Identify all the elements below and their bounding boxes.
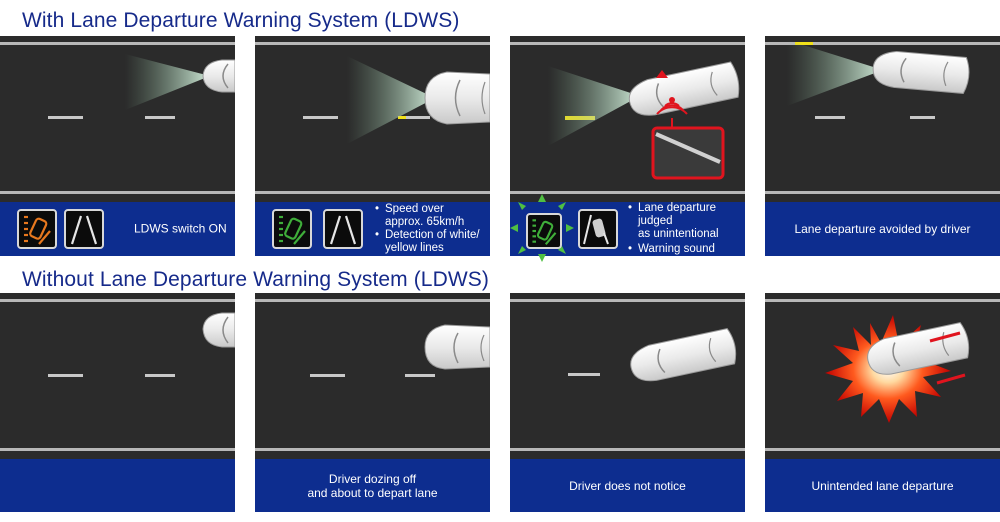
with-ldws-panel-3: Lane departure judged as unintentional W… bbox=[510, 36, 745, 262]
lane-lines-icon bbox=[64, 209, 104, 249]
caption-text: Driver dozing off bbox=[328, 471, 417, 486]
caption-bar: Lane departure avoided by driver bbox=[765, 202, 1000, 256]
caption-bar: Lane departure judged as unintentional W… bbox=[510, 194, 745, 262]
without-ldws-panel-3: Driver does not notice bbox=[510, 293, 745, 512]
road-scene bbox=[255, 293, 490, 459]
road-scene bbox=[0, 36, 235, 202]
warning-sound-icon bbox=[656, 97, 688, 115]
ldws-indicator-orange-icon bbox=[17, 209, 57, 249]
ldws-indicator-green-icon bbox=[526, 213, 562, 249]
road-scene bbox=[765, 293, 1000, 459]
section-title-without-ldws: Without Lane Departure Warning System (L… bbox=[22, 268, 489, 291]
with-ldws-panel-1: LDWS switch ON bbox=[0, 36, 235, 256]
caption-bullets: Lane departure judged as unintentional W… bbox=[628, 202, 745, 256]
caption-bar: Driver dozing off and about to depart la… bbox=[255, 459, 490, 512]
caption-text: Lane departure avoided by driver bbox=[794, 222, 971, 236]
car-icon bbox=[628, 61, 740, 116]
without-ldws-panel-4: Unintended lane departure bbox=[765, 293, 1000, 512]
bullet-text: Warning sound bbox=[628, 243, 745, 256]
road-scene bbox=[510, 293, 745, 459]
road-scene bbox=[765, 36, 1000, 202]
bullet-text: as unintentional bbox=[638, 228, 719, 240]
caption-bar: Unintended lane departure bbox=[765, 459, 1000, 512]
bullet-text: yellow lines bbox=[385, 242, 444, 254]
caption-text: Unintended lane departure bbox=[811, 478, 954, 493]
caption-bar: LDWS switch ON bbox=[0, 202, 235, 256]
caption-bar: Driver does not notice bbox=[510, 459, 745, 512]
caption-bar bbox=[0, 459, 235, 512]
lane-departure-car-icon bbox=[578, 209, 618, 249]
caption-bar: Speed over approx. 65km/h Detection of w… bbox=[255, 202, 490, 256]
caption-text: LDWS switch ON bbox=[134, 221, 227, 236]
car-icon bbox=[872, 50, 970, 94]
caption-bullets: Speed over approx. 65km/h Detection of w… bbox=[375, 203, 480, 255]
road-scene bbox=[510, 36, 745, 202]
alert-flash-icon bbox=[510, 194, 574, 262]
bullet-text: approx. 65km/h bbox=[385, 216, 465, 228]
road-scene bbox=[255, 36, 490, 202]
with-ldws-panel-2: Speed over approx. 65km/h Detection of w… bbox=[255, 36, 490, 256]
ldws-indicator-green-icon bbox=[272, 209, 312, 249]
road-scene bbox=[0, 293, 235, 459]
car-icon bbox=[867, 322, 970, 375]
caption-text: Driver does not notice bbox=[569, 478, 686, 493]
car-icon bbox=[424, 324, 490, 370]
lane-lines-icon bbox=[323, 209, 363, 249]
section-title-with-ldws: With Lane Departure Warning System (LDWS… bbox=[22, 9, 460, 32]
car-icon bbox=[424, 71, 490, 125]
bullet-text: Lane departure judged bbox=[628, 202, 745, 228]
bullet-text: Detection of white/ bbox=[375, 229, 480, 242]
bullet-text: Speed over bbox=[375, 203, 480, 216]
camera-view-inset bbox=[651, 118, 725, 180]
car-icon bbox=[202, 59, 235, 93]
without-ldws-panel-2: Driver dozing off and about to depart la… bbox=[255, 293, 490, 512]
with-ldws-panel-4: Lane departure avoided by driver bbox=[765, 36, 1000, 256]
car-icon bbox=[202, 312, 235, 348]
car-icon bbox=[630, 328, 737, 382]
caption-text: and about to depart lane bbox=[307, 485, 438, 500]
without-ldws-panel-1 bbox=[0, 293, 235, 512]
